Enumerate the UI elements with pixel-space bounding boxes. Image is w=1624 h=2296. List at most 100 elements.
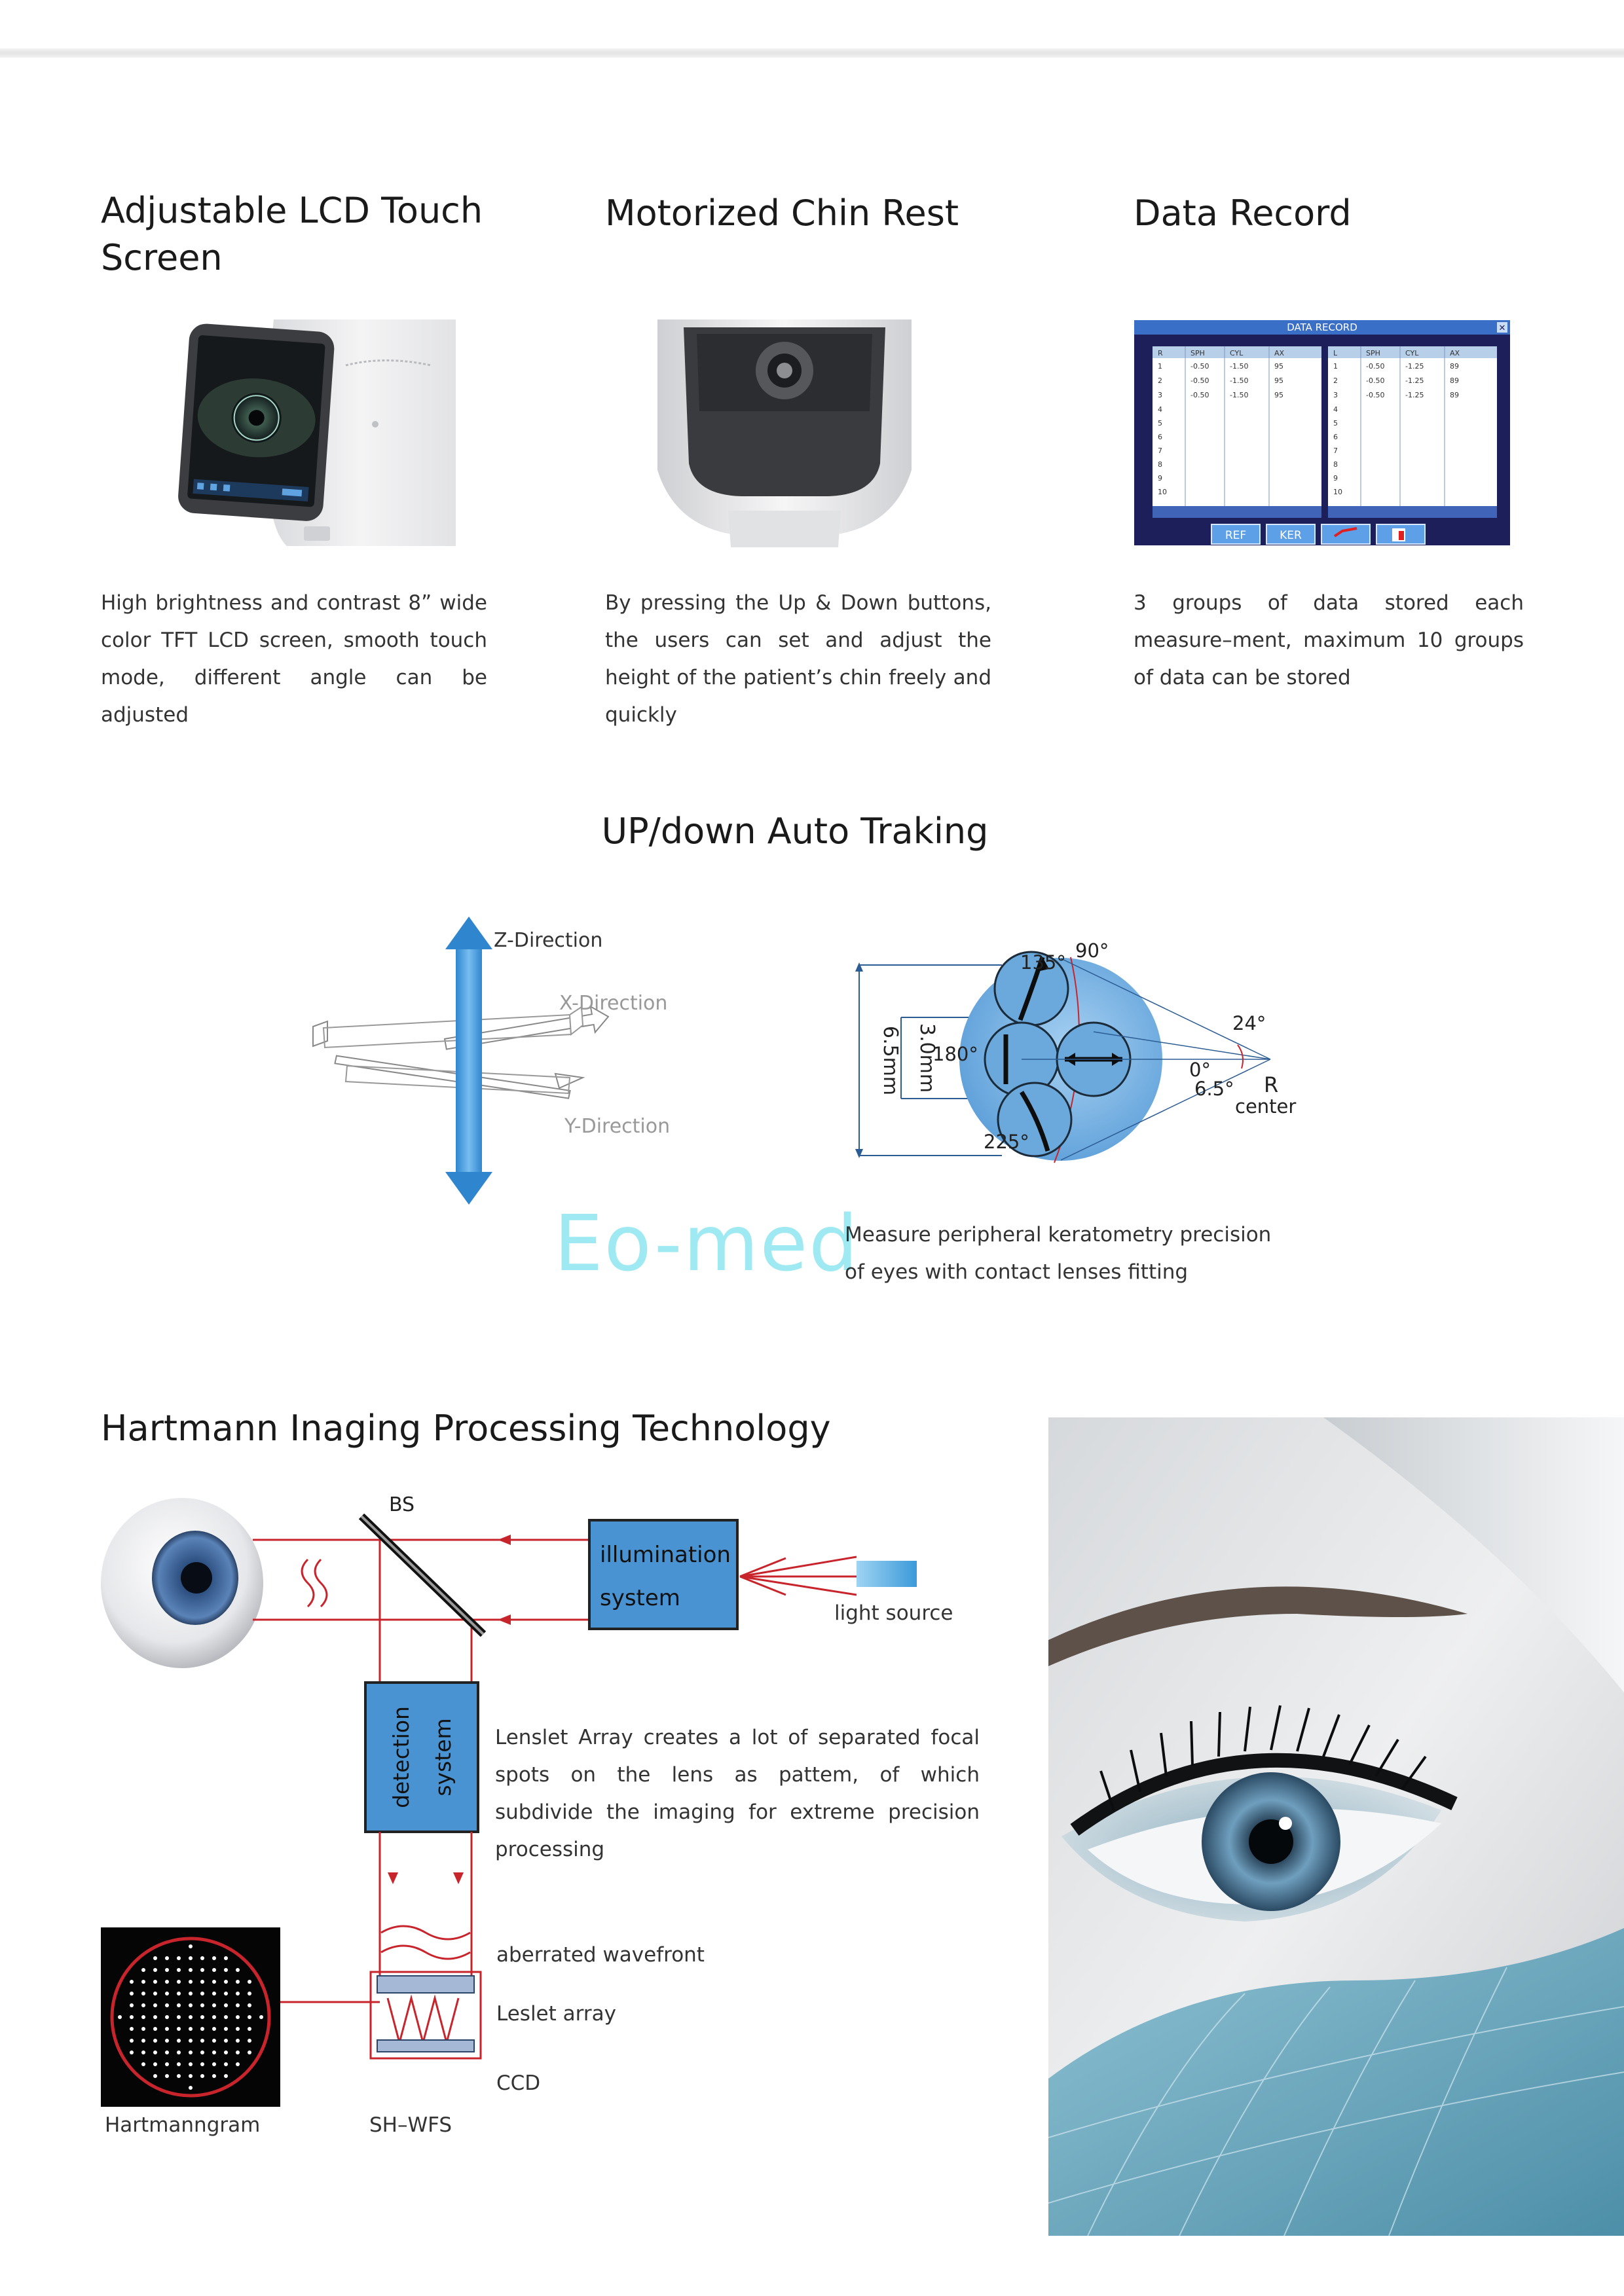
lcd-screen-device-image (178, 319, 456, 546)
hartmanngram-spot (177, 1956, 181, 1960)
left-row-number: 4 (1158, 405, 1162, 414)
hartmanngram-spot (189, 1968, 193, 1972)
angle-24-label: 24° (1232, 1012, 1266, 1034)
left-data-cell: 95 (1274, 376, 1283, 385)
hartmanngram-spot (236, 2015, 240, 2019)
hartmanngram-spot (212, 2074, 216, 2078)
y-direction-label: Y-Direction (564, 1115, 670, 1138)
hartmanngram-spot (224, 1968, 228, 1972)
left-header-cell: R (1158, 349, 1163, 357)
right-data-cell: -1.25 (1405, 362, 1424, 371)
hartmanngram-spot (212, 2003, 216, 2007)
hartmanngram-spot (212, 2062, 216, 2066)
hartmanngram-spot (153, 2074, 157, 2078)
left-data-cell: -1.50 (1230, 376, 1248, 385)
hartmanngram-spot (177, 2050, 181, 2054)
hartmanngram-label: Hartmanngram (105, 2113, 260, 2137)
right-data-cell: 89 (1450, 391, 1459, 399)
top-divider (0, 48, 1624, 58)
right-data-cell: 89 (1450, 376, 1459, 385)
bs-label: BS (389, 1493, 415, 1516)
hartmanngram-spot (200, 2050, 204, 2054)
right-data-cell: 89 (1450, 362, 1459, 371)
left-header-cell: AX (1274, 349, 1285, 357)
right-data-cell: -1.25 (1405, 391, 1424, 399)
angle-180-label: 180° (932, 1043, 978, 1065)
right-data-cell: -1.25 (1405, 376, 1424, 385)
hartmanngram-spot (224, 2039, 228, 2043)
ccd-label: CCD (496, 2071, 540, 2095)
angle-6-5-label: 6.5° (1194, 1078, 1234, 1100)
hartmanngram-spot (189, 2027, 193, 2031)
hartmanngram-spot (189, 1992, 193, 1995)
hartmanngram-spot (212, 1956, 216, 1960)
hartmanngram-spot (200, 1956, 204, 1960)
hartmanngram-spot (200, 2074, 204, 2078)
hartmanngram-spot (177, 2003, 181, 2007)
hartmanngram-spot (141, 1980, 145, 1984)
hartmanngram-spot (189, 1956, 193, 1960)
hartmanngram-spot (189, 2039, 193, 2043)
hartmann-diagram: BS illumination system light source dete… (101, 1493, 953, 2137)
hartmanngram-spot (236, 1980, 240, 1984)
hartmanngram-spot (165, 1956, 169, 1960)
left-data-cell: 95 (1274, 391, 1283, 399)
hartmanngram-spot (248, 2039, 251, 2043)
hartmanngram-spot (212, 2039, 216, 2043)
ker-button-label: KER (1280, 529, 1302, 542)
hartmanngram-spot (177, 1992, 181, 1995)
hartmanngram-spot (224, 1980, 228, 1984)
hartmanngram-spot (177, 1980, 181, 1984)
hartmanngram-spot (165, 2062, 169, 2066)
hartmanngram-spot (153, 1956, 157, 1960)
right-header-cell: CYL (1405, 349, 1419, 357)
feature-title-chin-rest: Motorized Chin Rest (605, 192, 959, 234)
tracking-caption: Measure peripheral keratometry precision… (845, 1223, 1272, 1284)
lenslet-description: Lenslet Array creates a lot of separated… (495, 1726, 980, 1861)
hartmanngram-spot (189, 2086, 193, 2090)
hartmanngram-spot (177, 2062, 181, 2066)
hartmanngram-spot (177, 2039, 181, 2043)
keratometry-diagram: 6.5mm 3.0mm 90° 135° 180° 225° 24° 0° 6.… (855, 939, 1296, 1163)
hartmanngram-spot (236, 1968, 240, 1972)
hartmanngram-spot (153, 2039, 157, 2043)
hartmanngram-spot (189, 2050, 193, 2054)
z-direction-label: Z-Direction (494, 929, 602, 952)
hartmanngram-spot (248, 2050, 251, 2054)
hartmanngram-spot (165, 2015, 169, 2019)
illumination-label-line1: illumination (600, 1542, 731, 1568)
outer-dimension-label: 6.5mm (879, 1026, 902, 1095)
sh-wfs-label: SH–WFS (369, 2113, 452, 2137)
hartmanngram-spot (130, 1992, 134, 1995)
hartmann-title: Hartmann Inaging Processing Technology (101, 1408, 831, 1449)
left-row-number: 6 (1158, 433, 1162, 441)
hartmanngram-spot (236, 2003, 240, 2007)
detection-system-box (364, 1681, 479, 1833)
hartmanngram-spot (153, 1968, 157, 1972)
hartmanngram-spot (153, 2027, 157, 2031)
hartmanngram-spot (141, 1992, 145, 1995)
hartmanngram-spot (165, 2027, 169, 2031)
hartmanngram-spot (236, 2039, 240, 2043)
hartmanngram-spot (236, 2027, 240, 2031)
hartmanngram-spot (248, 2015, 251, 2019)
hartmanngram-spot (224, 2050, 228, 2054)
hartmanngram-spot (200, 1980, 204, 1984)
right-row-number: 10 (1333, 488, 1342, 496)
hartmanngram-spot (165, 1992, 169, 1995)
hartmanngram-spot (224, 2074, 228, 2078)
hartmanngram-spot (130, 2050, 134, 2054)
hartmanngram-spot (189, 1980, 193, 1984)
lenslet-array (377, 1975, 475, 1994)
right-row-number: 4 (1333, 405, 1338, 414)
hartmanngram-spot (259, 2015, 263, 2019)
right-row-number: 9 (1333, 474, 1338, 483)
hartmanngram-spot (248, 1992, 251, 1995)
hartmanngram-spot (130, 2039, 134, 2043)
hartmanngram-spot (165, 1968, 169, 1972)
hartmanngram-spot (118, 2015, 122, 2019)
left-row-number: 8 (1158, 460, 1162, 469)
hartmanngram-spot (153, 1992, 157, 1995)
hartmanngram-spot (224, 1956, 228, 1960)
light-source (857, 1561, 917, 1587)
